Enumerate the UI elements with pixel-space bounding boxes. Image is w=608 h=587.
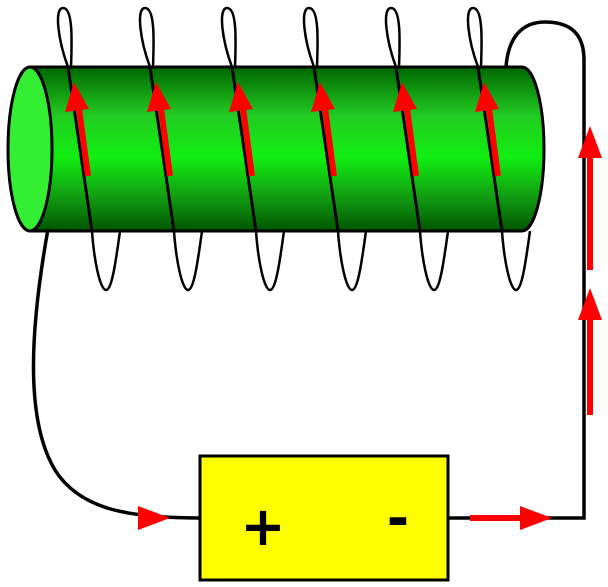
coil-bottom-loop: [500, 230, 532, 292]
cylinder-end-face: [6, 65, 54, 233]
coil-current-arrow: [65, 82, 91, 177]
coil-loops-back: [56, 6, 532, 292]
current-arrow-left-wire: [138, 506, 170, 530]
coil-top-loop: [302, 6, 319, 68]
coil-current-arrow: [147, 82, 173, 177]
coil-current-arrow: [311, 82, 337, 177]
coil-top-loop: [466, 6, 483, 68]
coil-bottom-loop: [90, 230, 122, 292]
cylinder-body: [28, 65, 546, 233]
battery: + -: [198, 454, 450, 582]
circuit-wire-right: [448, 20, 586, 520]
coil-current-arrows: [65, 82, 501, 177]
coil-bottom-loop: [254, 230, 286, 292]
coil-top-loop: [56, 6, 73, 68]
circuit-wire-left: [31, 228, 201, 520]
coil-bottom-loop: [336, 230, 368, 292]
coil-current-arrow: [393, 82, 419, 177]
current-arrow-bottom-right: [470, 506, 552, 530]
coil-top-loop: [138, 6, 155, 68]
battery-positive-terminal-label: +: [240, 495, 285, 558]
coil-top-loop: [220, 6, 237, 68]
coil-current-arrow: [475, 82, 501, 177]
circuit-current-arrows: [138, 126, 602, 530]
current-arrow-right-upper: [578, 126, 602, 270]
battery-body: [198, 454, 450, 582]
coil-top-loop: [384, 6, 401, 68]
current-arrow-right-lower: [578, 288, 602, 415]
coil-current-arrow: [229, 82, 255, 177]
battery-negative-terminal-label: -: [387, 487, 409, 550]
coil-bottom-loop: [418, 230, 450, 292]
coil-bottom-loop: [172, 230, 204, 292]
